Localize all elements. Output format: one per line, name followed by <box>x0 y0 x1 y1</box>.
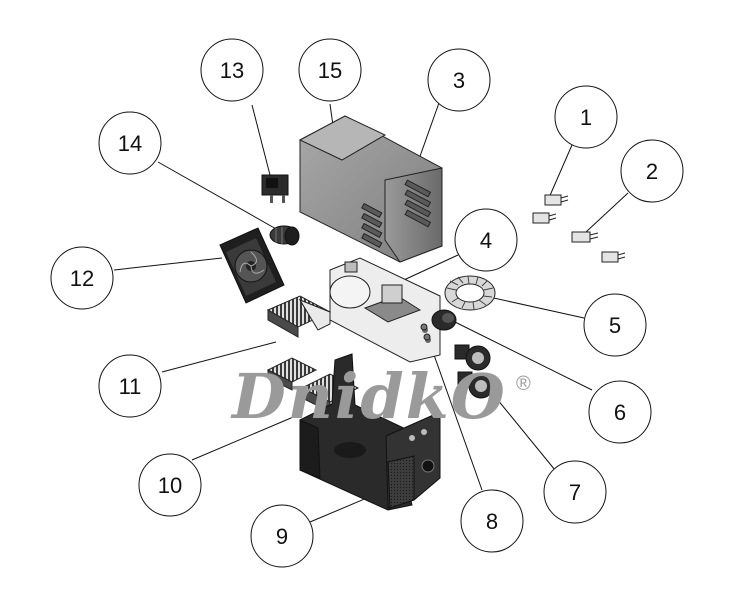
part-15-cover <box>298 115 443 263</box>
callout-9-label: 9 <box>276 524 288 549</box>
callout-12: 12 <box>50 246 114 310</box>
callout-5-label: 5 <box>609 313 621 338</box>
callout-11: 11 <box>98 354 162 418</box>
part-2-components <box>571 231 626 263</box>
callout-8: 8 <box>460 489 524 553</box>
callout-14: 14 <box>98 111 162 175</box>
callout-3: 3 <box>427 48 491 112</box>
callout-10: 10 <box>138 453 202 517</box>
leader-lines <box>113 99 629 523</box>
callout-4-label: 4 <box>480 228 492 253</box>
leader-line-11 <box>161 341 277 373</box>
callout-2-label: 2 <box>646 159 658 184</box>
leader-line-13 <box>251 104 271 176</box>
callout-5: 5 <box>583 293 647 357</box>
watermark: DnidkO ® <box>230 360 531 433</box>
leader-line-10 <box>191 414 299 461</box>
registered-mark: ® <box>516 373 531 395</box>
part-9-chassis <box>299 353 441 511</box>
callout-15: 15 <box>298 38 362 102</box>
part-7-sockets <box>454 344 494 399</box>
leader-line-7 <box>487 387 556 471</box>
part-5-coil <box>444 275 496 311</box>
leader-line-5 <box>479 294 585 319</box>
callout-1-label: 1 <box>580 105 592 130</box>
part-13-switch <box>261 174 289 203</box>
callout-4: 4 <box>454 208 518 272</box>
leader-line-1 <box>547 144 573 201</box>
callout-2: 2 <box>620 139 684 203</box>
leader-line-14 <box>157 161 279 231</box>
callouts: 1 2 3 4 5 6 7 8 <box>50 38 684 568</box>
leader-line-2 <box>585 192 629 233</box>
callout-6-label: 6 <box>614 400 626 425</box>
part-11-heatsink <box>266 295 332 338</box>
callout-7: 7 <box>543 460 607 524</box>
watermark-text: DnidkO <box>230 360 507 433</box>
leader-line-12 <box>113 257 223 271</box>
callout-6: 6 <box>588 380 652 444</box>
callout-13-label: 13 <box>220 58 244 83</box>
callout-12-label: 12 <box>70 266 94 291</box>
callout-13: 13 <box>200 38 264 102</box>
part-12-fan <box>219 227 285 304</box>
callout-9: 9 <box>250 504 314 568</box>
callout-8-label: 8 <box>486 509 498 534</box>
callout-11-label: 11 <box>119 374 142 399</box>
callout-1: 1 <box>554 85 618 149</box>
part-6-knob <box>431 309 457 331</box>
callout-14-label: 14 <box>118 131 142 156</box>
leader-line-6 <box>454 321 593 391</box>
callout-7-label: 7 <box>569 480 581 505</box>
callout-10-label: 10 <box>158 473 182 498</box>
callout-3-label: 3 <box>453 68 465 93</box>
part-4-board <box>329 257 441 363</box>
leader-line-8 <box>427 337 483 491</box>
part-14-cable-gland <box>269 225 300 246</box>
part-8-screws <box>420 323 431 341</box>
callout-15-label: 15 <box>318 58 342 83</box>
part-1-components <box>532 194 569 224</box>
